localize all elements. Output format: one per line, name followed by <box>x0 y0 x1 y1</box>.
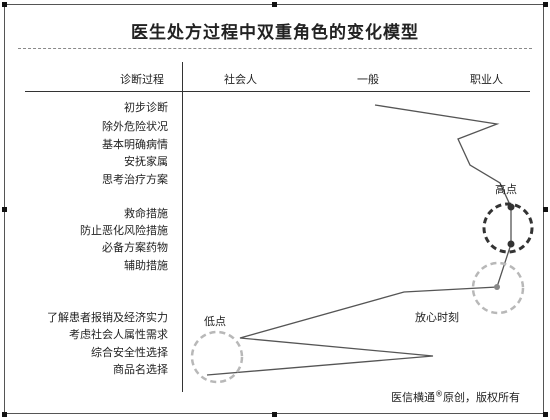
resize-handle-bl[interactable] <box>2 412 7 417</box>
resize-handle-mr[interactable] <box>543 207 548 212</box>
step-safety-choice: 综合安全性选择 <box>91 346 168 359</box>
relief-point-circle <box>471 261 525 315</box>
footer-suffix: 原创，版权所有 <box>443 391 520 404</box>
role-change-curve <box>206 104 512 376</box>
header-col-general: 一般 <box>357 73 379 86</box>
resize-handle-tl[interactable] <box>2 2 7 7</box>
process-axis <box>182 62 183 392</box>
resize-handle-br[interactable] <box>543 412 548 417</box>
step-rule-out-danger: 除外危险状况 <box>102 120 168 133</box>
step-initial-diagnosis: 初步诊断 <box>124 101 168 114</box>
step-brand-choice: 商品名选择 <box>113 363 168 376</box>
high-point-marker-bottom <box>507 240 515 248</box>
registered-mark: ® <box>435 389 443 399</box>
diagram-title: 医生处方过程中双重角色的变化模型 <box>131 23 419 43</box>
step-treatment-plan: 思考治疗方案 <box>102 173 168 186</box>
low-point-label: 低点 <box>204 315 226 328</box>
resize-handle-tr[interactable] <box>543 2 548 7</box>
copyright-footer: 医信横通®原创，版权所有 <box>391 389 520 405</box>
step-prevent-deterioration: 防止恶化风险措施 <box>80 224 168 237</box>
step-lifesaving: 救命措施 <box>124 207 168 220</box>
high-point-circle <box>482 202 534 254</box>
step-social-needs: 考虑社会人属性需求 <box>69 328 168 341</box>
low-point-circle <box>190 330 244 384</box>
footer-brand: 医信横通 <box>391 391 435 404</box>
header-col-social: 社会人 <box>224 73 257 86</box>
step-confirm-condition: 基本明确病情 <box>102 138 168 151</box>
header-col-professional: 职业人 <box>470 73 503 86</box>
header-rule <box>25 91 530 92</box>
resize-handle-tm[interactable] <box>272 2 277 7</box>
high-point-marker-top <box>507 203 515 211</box>
relief-moment-label: 放心时刻 <box>415 311 459 324</box>
step-auxiliary: 辅助措施 <box>124 259 168 272</box>
step-reassure-family: 安抚家属 <box>124 155 168 168</box>
step-reimbursement: 了解患者报销及经济实力 <box>47 311 168 324</box>
relief-point-marker <box>494 284 500 290</box>
resize-handle-ml[interactable] <box>2 207 7 212</box>
high-point-label: 高点 <box>495 183 517 196</box>
header-process-label: 诊断过程 <box>120 73 164 86</box>
title-divider <box>18 48 532 49</box>
step-essential-drugs: 必备方案药物 <box>102 241 168 254</box>
resize-handle-bm[interactable] <box>272 412 277 417</box>
